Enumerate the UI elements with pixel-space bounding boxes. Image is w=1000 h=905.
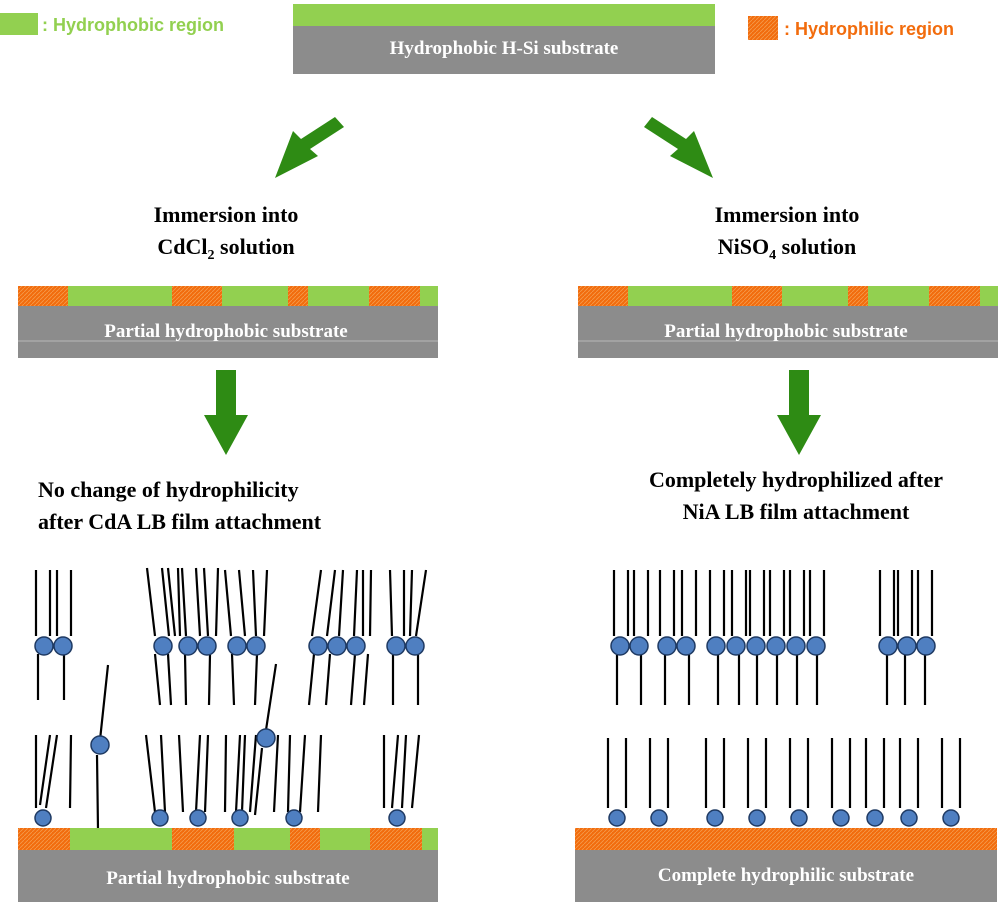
svg-text:after CdA LB film attachment: after CdA LB film attachment (38, 509, 322, 534)
right-result-label: Completely hydrophilized after NiA LB fi… (649, 467, 943, 524)
svg-text:NiA LB film attachment: NiA LB film attachment (683, 499, 910, 524)
left-final-substrate: Partial hydrophobic substrate (18, 828, 438, 902)
arrow-down-left-vertical (204, 370, 248, 455)
right-partial-substrate-label: Partial hydrophobic substrate (664, 321, 908, 342)
svg-text:Completely hydrophilized after: Completely hydrophilized after (649, 467, 943, 492)
svg-text:CdCl2 solution: CdCl2 solution (157, 234, 294, 263)
left-partial-substrate-label: Partial hydrophobic substrate (104, 321, 348, 342)
right-immersion-label: Immersion into NiSO4 solution (715, 202, 860, 263)
svg-text:Immersion into: Immersion into (715, 202, 860, 227)
hydrophilic-legend-swatch (748, 16, 778, 40)
left-partial-substrate: Partial hydrophobic substrate (18, 286, 438, 358)
left-lb-film (34, 567, 428, 831)
hydrophilic-legend-label: : Hydrophilic region (784, 19, 954, 39)
left-immersion-label: Immersion into CdCl2 solution (154, 202, 299, 263)
right-partial-substrate: Partial hydrophobic substrate (578, 286, 998, 358)
svg-text:Immersion into: Immersion into (154, 202, 299, 227)
arrow-down-left (275, 117, 344, 178)
left-result-label: No change of hydrophilicity after CdA LB… (38, 477, 322, 534)
right-final-substrate: Complete hydrophilic substrate (575, 828, 997, 902)
top-substrate-label: Hydrophobic H-Si substrate (390, 38, 619, 59)
arrow-down-right-vertical (777, 370, 821, 455)
svg-text:No change of hydrophilicity: No change of hydrophilicity (38, 477, 299, 502)
arrow-down-right (644, 117, 713, 178)
right-lb-heads (608, 636, 960, 827)
right-final-substrate-label: Complete hydrophilic substrate (658, 865, 914, 886)
left-final-substrate-label: Partial hydrophobic substrate (106, 868, 350, 889)
top-substrate: Hydrophobic H-Si substrate (293, 4, 715, 74)
right-lb-film (606, 570, 962, 808)
hydrophobic-legend-swatch (0, 13, 38, 35)
svg-text:NiSO4 solution: NiSO4 solution (718, 234, 856, 263)
left-lb-heads (34, 636, 425, 827)
hydrophobic-legend-label: : Hydrophobic region (42, 15, 224, 35)
